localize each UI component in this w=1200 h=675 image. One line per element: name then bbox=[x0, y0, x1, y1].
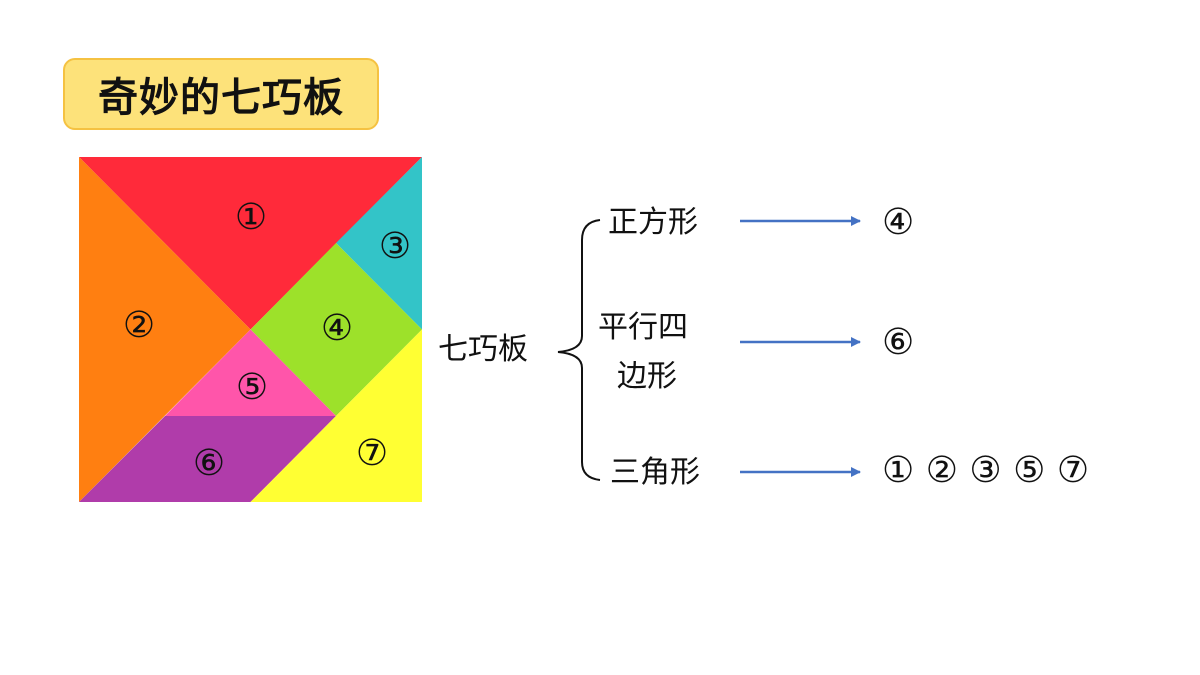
piece-3-label: ③ bbox=[379, 226, 411, 267]
piece-4-shape bbox=[250, 243, 422, 416]
tree-root-label: 七巧板 bbox=[438, 332, 528, 367]
result-parallelogram: ⑥ bbox=[882, 322, 915, 363]
branch-square-label: 正方形 bbox=[608, 205, 698, 240]
title-badge: 奇妙的七巧板 bbox=[63, 58, 379, 130]
piece-3-shape bbox=[336, 157, 422, 330]
piece-6-shape bbox=[79, 416, 336, 502]
branch-triangle-label: 三角形 bbox=[610, 455, 700, 490]
piece-6-label: ⑥ bbox=[193, 443, 225, 484]
page-title: 奇妙的七巧板 bbox=[98, 75, 344, 121]
piece-2-shape bbox=[79, 157, 251, 502]
result-triangle: ① ② ③ ⑤ ⑦ bbox=[882, 450, 1090, 491]
branch-parallelogram-line1: 平行四 bbox=[598, 310, 688, 345]
result-square: ④ bbox=[882, 202, 915, 243]
piece-2-label: ② bbox=[123, 305, 155, 346]
piece-1-label: ① bbox=[235, 197, 267, 238]
branch-parallelogram-line2: 边形 bbox=[617, 359, 677, 394]
piece-7-label: ⑦ bbox=[356, 433, 388, 474]
piece-4-label: ④ bbox=[321, 308, 353, 349]
curly-brace bbox=[557, 219, 601, 481]
tangram-square: ① ② ③ ④ ⑤ ⑥ ⑦ bbox=[79, 157, 422, 502]
piece-5-shape bbox=[165, 329, 336, 416]
piece-1-shape bbox=[79, 157, 422, 330]
piece-7-shape bbox=[250, 329, 422, 502]
piece-5-label: ⑤ bbox=[236, 367, 268, 408]
